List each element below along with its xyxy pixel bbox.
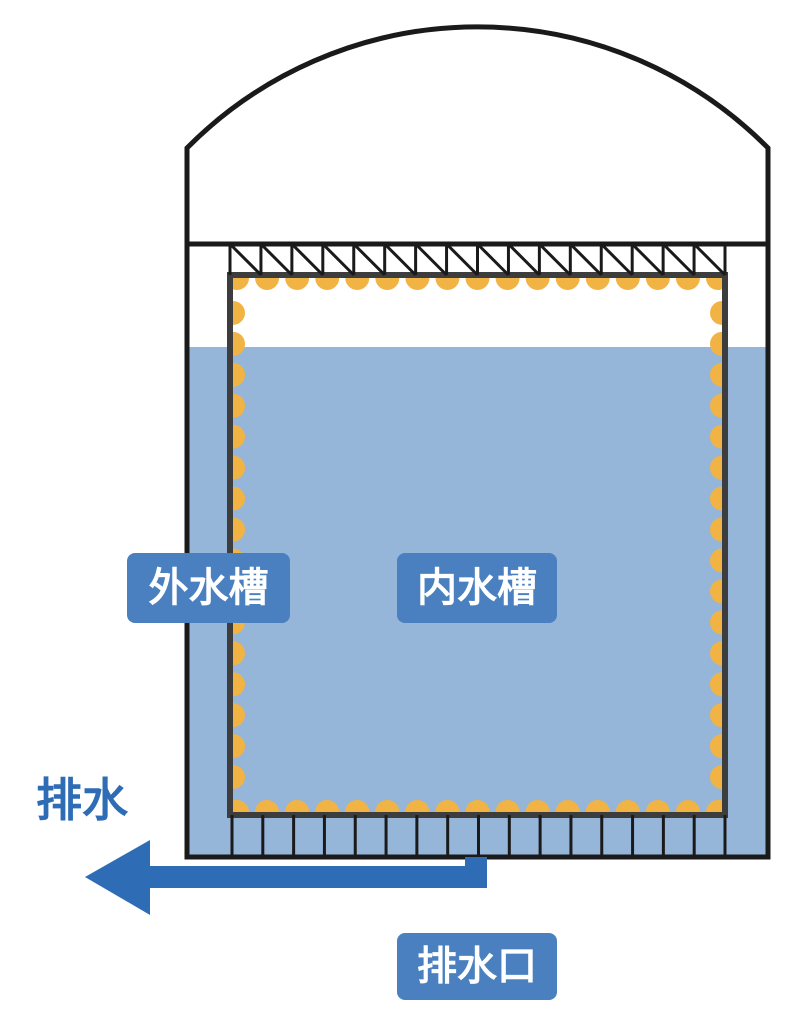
truss-brace (290, 242, 324, 277)
ball-bottom (675, 800, 700, 812)
ball-right (710, 734, 722, 759)
ball-right (710, 362, 722, 387)
ball-bottom (233, 800, 249, 812)
truss-brace (476, 242, 510, 277)
ball-left (233, 641, 245, 666)
ball-top (405, 278, 430, 290)
ball-bottom (435, 800, 460, 812)
ball-right (710, 579, 722, 604)
ball-top (645, 278, 670, 290)
ball-right (710, 703, 722, 728)
truss-brace (631, 242, 665, 277)
ball-bottom (405, 800, 430, 812)
ball-right (710, 300, 722, 325)
truss-brace (445, 242, 479, 277)
drain-outlet-label-text: 排水口 (417, 944, 537, 990)
ball-bottom (495, 800, 520, 812)
truss-brace (569, 242, 603, 277)
ball-right (710, 393, 722, 418)
ball-top (285, 278, 310, 290)
ball-right (710, 517, 722, 542)
outer-tank-label-box (127, 553, 290, 623)
ball-right (710, 610, 722, 635)
ball-top (465, 278, 490, 290)
inner-tank-label-box (397, 553, 557, 623)
ball-top (585, 278, 610, 290)
ball-left (233, 703, 245, 728)
ball-top (315, 278, 340, 290)
lid-support-truss (228, 242, 727, 277)
ball-top (615, 278, 640, 290)
ball-left (233, 765, 245, 790)
ball-bottom (375, 800, 400, 812)
ball-top (345, 278, 370, 290)
truss-brace (507, 242, 541, 277)
drain-label: 排水 (36, 773, 129, 827)
truss-brace (383, 242, 417, 277)
drain-outlet-label: 排水口 (397, 933, 557, 1000)
truss-brace (414, 242, 448, 277)
ball-bottom (615, 800, 640, 812)
truss-brace (259, 242, 293, 277)
bottom-grid (230, 815, 727, 857)
ball-left (233, 362, 245, 387)
ball-left (233, 424, 245, 449)
ball-left (233, 331, 245, 356)
drain-arrow (85, 840, 487, 915)
ball-left (233, 300, 245, 325)
truss-brace (352, 242, 386, 277)
ball-top (706, 278, 722, 290)
ball-bottom (285, 800, 310, 812)
ball-left (233, 393, 245, 418)
ball-left (233, 486, 245, 511)
ball-left (233, 672, 245, 697)
ball-right (710, 424, 722, 449)
ball-left (233, 734, 245, 759)
outer-tank-label-text: 外水槽 (149, 565, 269, 611)
ball-bottom (255, 800, 280, 812)
ball-top (375, 278, 400, 290)
ball-right (710, 331, 722, 356)
ball-top (525, 278, 550, 290)
truss-brace (538, 242, 572, 277)
ball-right (710, 641, 722, 666)
truss-brace (600, 242, 634, 277)
ball-top (435, 278, 460, 290)
truss-brace (662, 242, 696, 277)
truss-brace (228, 242, 262, 277)
truss-brace (321, 242, 355, 277)
truss-brace (693, 242, 727, 277)
ball-bottom (525, 800, 550, 812)
ball-right (710, 672, 722, 697)
ball-top (555, 278, 580, 290)
drain-outlet-label-box (397, 933, 557, 1000)
ball-right (710, 486, 722, 511)
inner-tank-balls (233, 278, 722, 812)
ball-top (255, 278, 280, 290)
ball-top (675, 278, 700, 290)
ball-bottom (555, 800, 580, 812)
ball-top (233, 278, 249, 290)
ball-left (233, 517, 245, 542)
ball-bottom (315, 800, 340, 812)
ball-bottom (465, 800, 490, 812)
ball-left (233, 455, 245, 480)
ball-bottom (706, 800, 722, 812)
ball-right (710, 765, 722, 790)
inner-tank-label: 内水槽 (397, 553, 557, 623)
ball-right (710, 455, 722, 480)
outer-tank-wall (184, 24, 771, 860)
ball-right (710, 548, 722, 573)
ball-bottom (645, 800, 670, 812)
ball-top (495, 278, 520, 290)
outer-tank-label: 外水槽 (127, 553, 290, 623)
ball-bottom (345, 800, 370, 812)
ball-bottom (585, 800, 610, 812)
inner-tank-label-text: 内水槽 (417, 565, 537, 611)
